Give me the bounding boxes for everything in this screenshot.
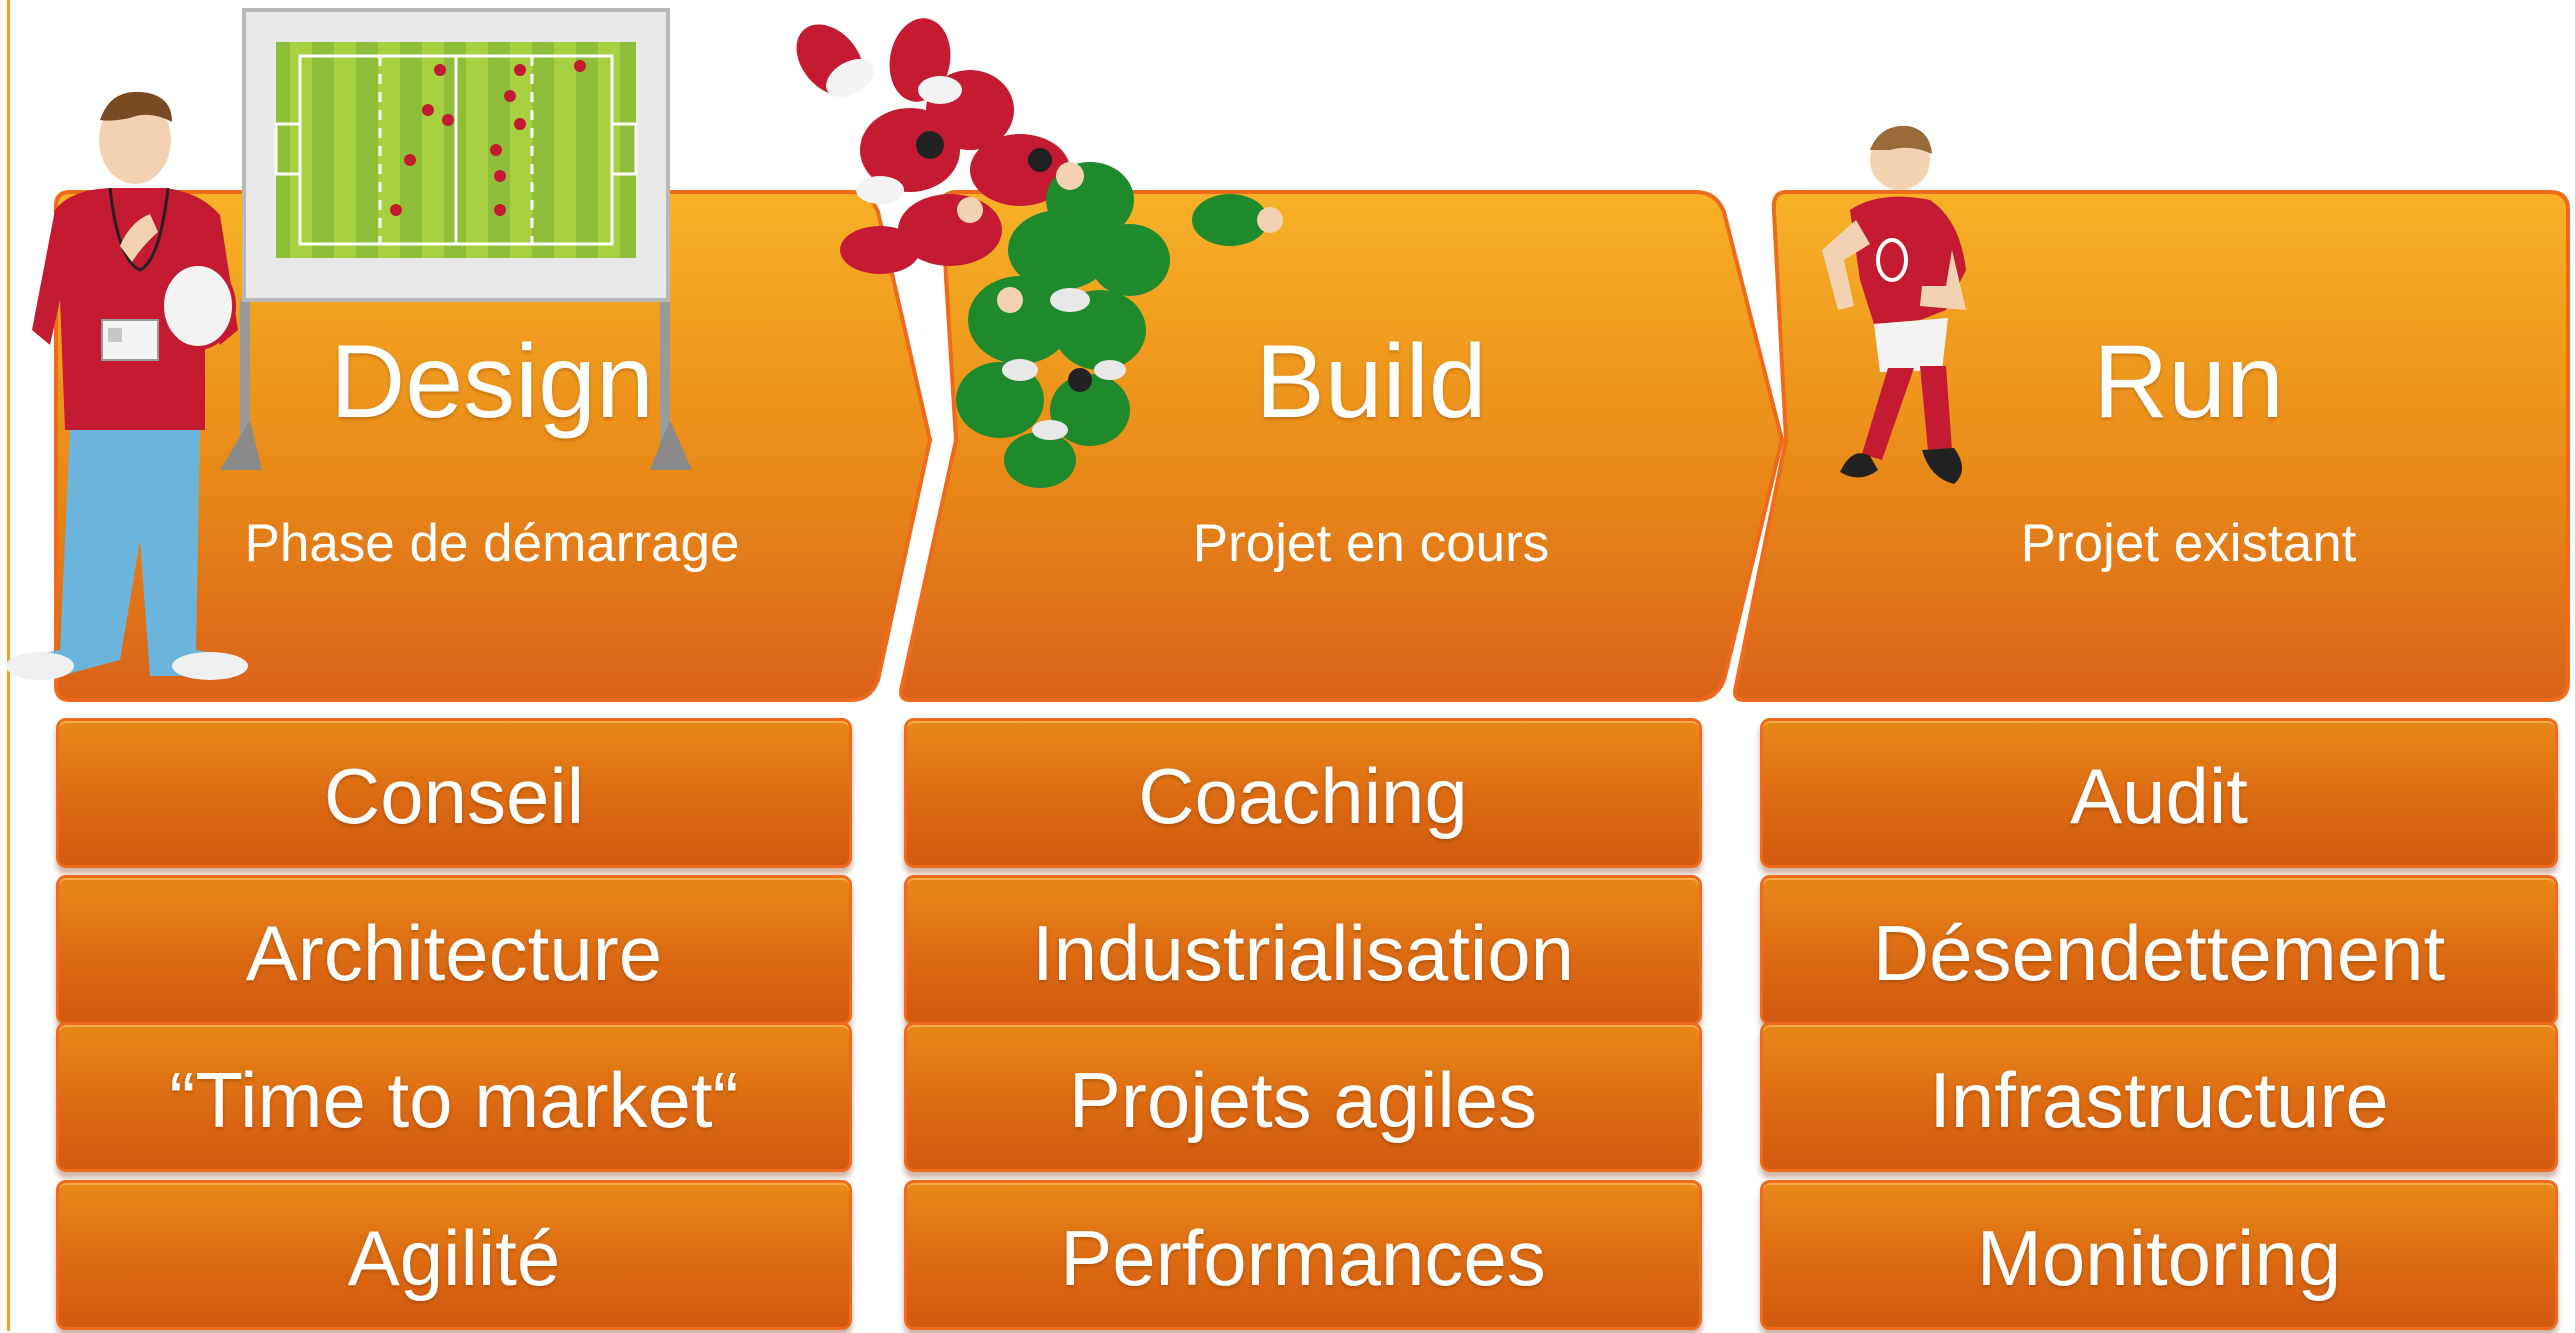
phase-title: Run (2093, 324, 2284, 440)
service-item-time-to-market: “Time to market“ (56, 1022, 852, 1172)
service-item-coaching: Coaching (904, 718, 1702, 868)
service-item-desendettement: Désendettement (1760, 875, 2558, 1025)
phase-title: Build (1255, 324, 1487, 440)
coach-with-whiteboard-icon (6, 8, 692, 680)
service-item-industrialisation: Industrialisation (904, 875, 1702, 1025)
service-item-audit: Audit (1760, 718, 2558, 868)
phase-subtitle: Phase de démarrage (244, 514, 740, 573)
service-item-agilite: Agilité (56, 1180, 852, 1330)
rugby-runner-icon (1822, 125, 1966, 484)
rugby-scrum-icon (796, 18, 1283, 488)
service-item-performances: Performances (904, 1180, 1702, 1330)
service-item-projets-agiles: Projets agiles (904, 1022, 1702, 1172)
phase-subtitle: Projet en cours (1192, 514, 1550, 573)
phase-design: Design Phase de démarrage Conseil Archit… (52, 0, 933, 1331)
phase-subtitle: Projet existant (2020, 514, 2357, 573)
service-item-infrastructure: Infrastructure (1760, 1022, 2558, 1172)
service-item-conseil: Conseil (56, 718, 852, 868)
service-item-architecture: Architecture (56, 875, 852, 1025)
service-item-monitoring: Monitoring (1760, 1180, 2558, 1330)
phase-title: Design (330, 324, 654, 440)
